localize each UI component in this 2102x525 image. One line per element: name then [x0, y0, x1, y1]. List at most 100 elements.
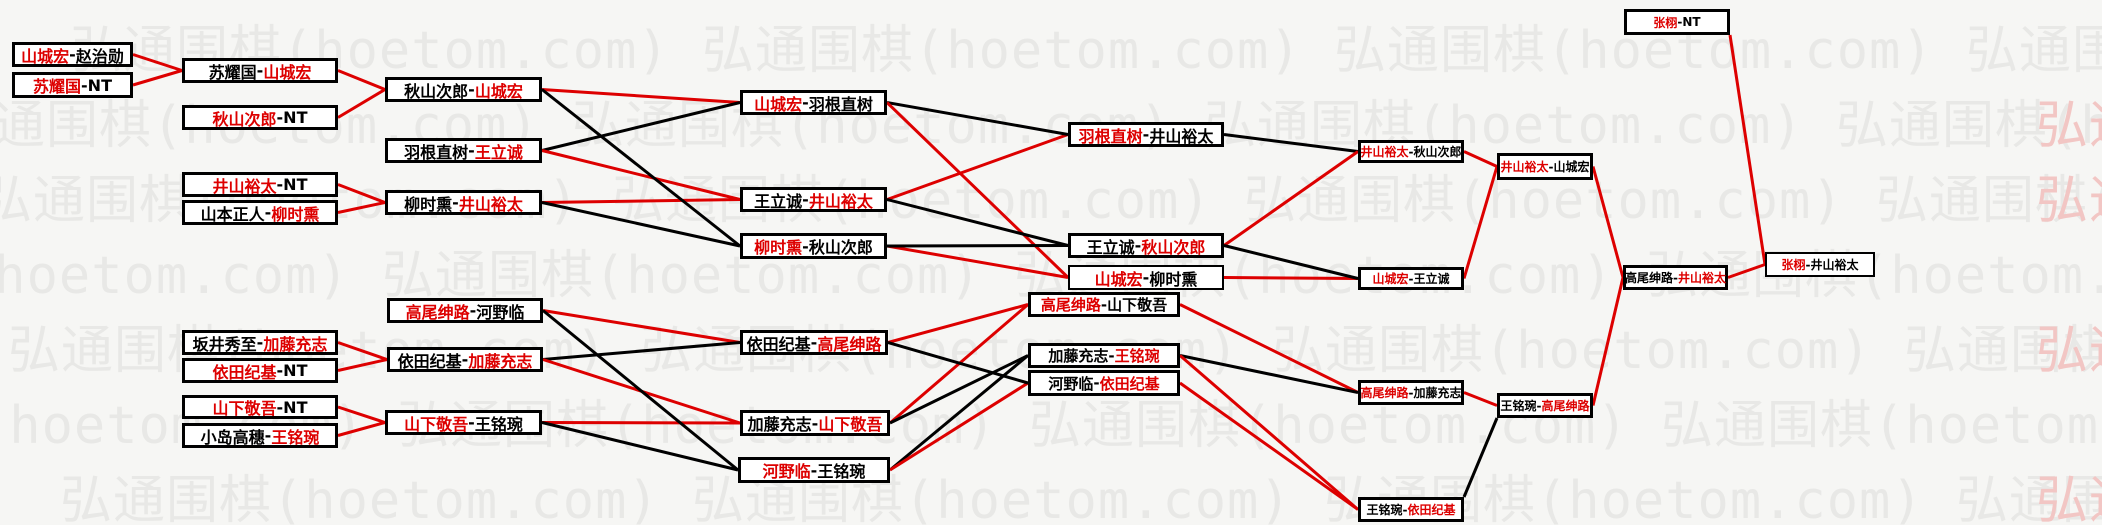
player-name: 山城宏: [754, 94, 803, 114]
connector-red-B5-C5: [337, 341, 388, 361]
match-box-C3: 柳时熏-井山裕太: [385, 190, 542, 215]
match-box-I: 张栩-NT: [1624, 9, 1730, 35]
player-name: 赵治勋: [75, 46, 124, 66]
player-name: 坂井秀至: [192, 334, 257, 354]
player-name: 井山裕太: [212, 176, 277, 196]
vs-dash: -: [461, 350, 469, 369]
vs-dash: -: [468, 413, 475, 432]
vs-dash: -: [276, 175, 284, 194]
player-name: 依田纪基: [1099, 374, 1160, 393]
match-box-E6: 河野临-依田纪基: [1028, 370, 1180, 396]
match-box-J: 张栩-井山裕太: [1765, 252, 1875, 277]
watermark-row: 弘通围棋(hoetom.com) 弘通围棋(hoetom.com) 弘通围棋(h…: [0, 96, 2102, 156]
match-box-F4: 王铭琬-依田纪基: [1358, 497, 1464, 522]
player-name: 秋山次郎: [1141, 237, 1206, 257]
match-box-H: 高尾绅路-井山裕太: [1623, 265, 1728, 290]
player-name: 高尾绅路: [1360, 386, 1409, 400]
vs-dash: -: [256, 61, 264, 80]
player-name: 王立诚: [474, 142, 523, 162]
vs-dash: -: [1108, 346, 1115, 365]
vs-dash: -: [810, 460, 818, 480]
connector-red-I-J: [1728, 34, 1767, 265]
connector-black-D1-E1: [886, 101, 1069, 136]
connector-black-E1-F1: [1223, 133, 1359, 153]
connector-black-D4-E6: [887, 341, 1029, 385]
player-name: 秋山次郎: [404, 81, 469, 101]
connector-red-E6-F4: [1179, 381, 1359, 511]
player-name: 山城宏: [1094, 269, 1143, 289]
vs-dash: -: [452, 193, 459, 212]
match-box-D2: 王立诚-井山裕太: [740, 187, 887, 212]
player-name: 王铭琬: [1500, 399, 1537, 413]
match-box-D4: 依田纪基-高尾绅路: [740, 330, 888, 355]
vs-dash: -: [1093, 374, 1100, 392]
vs-dash: -: [1408, 271, 1414, 286]
player-name: 柳时熏: [404, 194, 453, 214]
player-name: 高尾绅路: [405, 302, 470, 322]
match-box-G1: 井山裕太-山城宏: [1497, 153, 1593, 180]
connector-red-B8-C6: [337, 421, 386, 437]
connector-black-C1-D3: [541, 88, 741, 248]
vs-dash: -: [1677, 15, 1683, 29]
match-box-B6: 依田纪基-NT: [182, 358, 338, 383]
player-name: 依田纪基: [746, 334, 811, 354]
match-box-D5: 加藤充志-山下敬吾: [740, 410, 890, 436]
vs-dash: -: [468, 80, 475, 99]
connector-red-E5-F4: [1179, 354, 1359, 511]
watermark-accent: 弘通: [2036, 96, 2102, 156]
vs-dash: -: [811, 413, 819, 433]
player-name: 王铭琬: [817, 462, 866, 481]
player-name: 王铭琬: [1114, 347, 1160, 365]
match-box-B3: 井山裕太-NT: [182, 172, 338, 197]
match-box-E3: 山城宏-柳时熏: [1068, 265, 1224, 290]
connector-black-E2-F2: [1223, 244, 1359, 280]
vs-dash: -: [1536, 398, 1542, 413]
vs-dash: -: [1805, 257, 1811, 272]
vs-dash: -: [256, 333, 264, 352]
player-name: NT: [1682, 15, 1701, 29]
player-name: 山城宏: [1372, 272, 1409, 286]
player-name: 依田纪基: [397, 351, 462, 371]
connector-red-C2-D2: [541, 149, 741, 201]
player-name: 依田纪基: [1407, 503, 1456, 517]
match-box-E4: 高尾绅路-山下敬吾: [1028, 292, 1180, 317]
match-box-G2: 王铭琬-高尾绅路: [1497, 393, 1593, 418]
watermark-row: 弘通围棋(hoetom.com) 弘通围棋(hoetom.com) 弘通围棋(h…: [70, 21, 2102, 81]
player-name: 井山裕太: [1360, 145, 1409, 159]
player-name: 王立诚: [754, 191, 803, 211]
player-name: 王立诚: [1086, 237, 1135, 257]
vs-dash: -: [264, 426, 272, 445]
connector-red-C1-D1: [541, 88, 741, 104]
connector-red-F1-G1: [1463, 150, 1498, 168]
match-box-A2: 苏耀国-NT: [12, 72, 133, 98]
connector-black-D6-E5: [889, 354, 1029, 472]
player-name: 井山裕太: [458, 194, 523, 214]
match-box-B7: 山下敬吾-NT: [182, 395, 338, 419]
connector-red-D1-E3: [885, 101, 1070, 279]
player-name: 山下敬吾: [212, 399, 277, 418]
player-name: 秋山次郎: [1413, 145, 1462, 159]
player-name: 山城宏: [1553, 160, 1590, 174]
connector-red-B3-C3: [337, 183, 386, 204]
match-box-C6: 山下敬吾-王铭琬: [385, 410, 542, 435]
connector-red-D2-E1: [886, 133, 1069, 201]
player-name: NT: [283, 175, 308, 194]
match-box-C5: 依田纪基-加藤充志: [387, 347, 543, 372]
player-name: 高尾绅路: [1541, 399, 1590, 413]
vs-dash: -: [1134, 236, 1142, 255]
watermark-row: 弘通围棋(hoetom.com) 弘通围棋(hoetom.com) 弘通围棋(h…: [60, 471, 2102, 525]
player-name: 山下敬吾: [404, 414, 469, 434]
watermark-accent: 弘通: [2036, 171, 2102, 231]
connector-red-B6-C5: [337, 358, 388, 372]
player-name: 高尾绅路: [1040, 296, 1101, 314]
vs-dash: -: [1548, 159, 1554, 174]
connector-red-C3-D2: [541, 198, 741, 204]
player-name: 加藤充志: [1413, 386, 1462, 400]
connector-red-A2-B1: [132, 69, 183, 87]
connector-red-C4-D4: [542, 309, 741, 344]
player-name: 柳时熏: [271, 204, 320, 224]
match-box-C4: 高尾绅路-河野临: [387, 298, 543, 323]
vs-dash: -: [1142, 268, 1150, 287]
player-name: 王铭琬: [1366, 503, 1403, 517]
